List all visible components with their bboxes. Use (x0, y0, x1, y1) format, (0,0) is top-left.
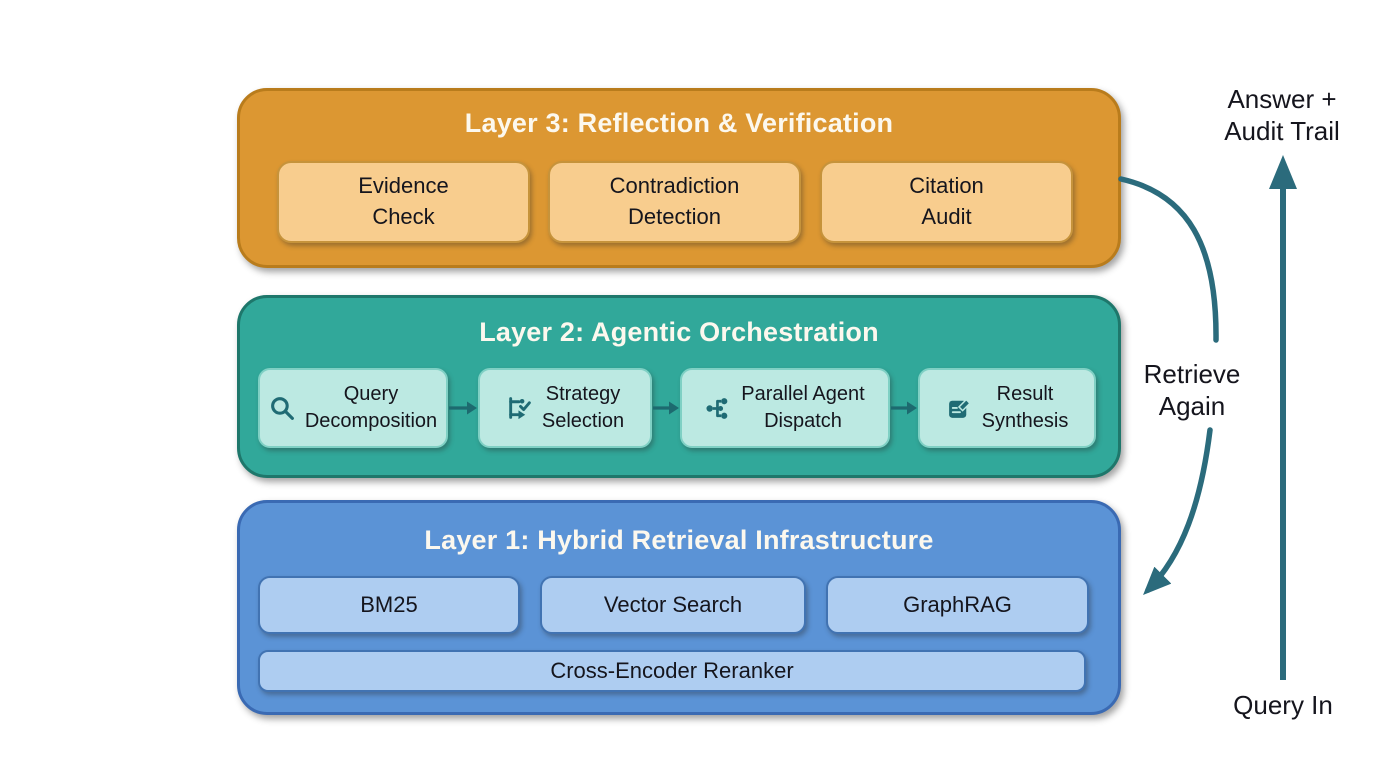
graphrag-box: GraphRAG (826, 576, 1089, 634)
layer3-title: Layer 3: Reflection & Verification (464, 108, 894, 138)
citation-audit-box: Citation Audit (820, 161, 1073, 243)
result-synthesis-label: Result Synthesis (981, 383, 1069, 432)
query-to-answer-arrowhead (1269, 155, 1297, 189)
cross-encoder-reranker-label: Cross-Encoder Reranker (550, 658, 794, 683)
branch-icon (705, 395, 732, 422)
bm25-label: BM25 (360, 592, 418, 617)
citation-audit-label: Citation Audit (909, 173, 984, 229)
contradiction-detection-label: Contradiction Detection (609, 173, 740, 229)
strategy-selection-box: Strategy Selection (478, 368, 652, 448)
layer1-hybrid-retrieval-box: Layer 1: Hybrid Retrieval Infrastructure… (237, 500, 1121, 715)
document-edit-icon (946, 395, 973, 422)
layer3-reflection-verification-box: Layer 3: Reflection & Verification Evide… (237, 88, 1121, 268)
answer-audit-trail-label: Answer + Audit Trail (1224, 84, 1340, 146)
evidence-check-label: Evidence Check (358, 173, 449, 229)
layer2-title: Layer 2: Agentic Orchestration (479, 317, 879, 347)
graphrag-label: GraphRAG (903, 592, 1012, 617)
arrow-right-icon (652, 399, 680, 422)
layer1-title: Layer 1: Hybrid Retrieval Infrastructure (424, 525, 934, 555)
parallel-agent-dispatch-box: Parallel Agent Dispatch (680, 368, 890, 448)
bm25-box: BM25 (258, 576, 520, 634)
strategy-selection-label: Strategy Selection (541, 383, 625, 432)
retrieve-again-arrow-upper (1118, 176, 1219, 343)
vector-search-label: Vector Search (603, 592, 743, 617)
list-check-icon (506, 395, 533, 422)
search-icon (269, 395, 296, 422)
arrow-right-icon (448, 399, 478, 422)
evidence-check-box: Evidence Check (277, 161, 530, 243)
cross-encoder-reranker-box: Cross-Encoder Reranker (258, 650, 1086, 692)
query-decomposition-label: Query Decomposition (304, 383, 438, 432)
query-in-label: Query In (1233, 690, 1333, 720)
layer2-agentic-orchestration-box: Layer 2: Agentic Orchestration Query Dec… (237, 295, 1121, 478)
result-synthesis-box: Result Synthesis (918, 368, 1096, 448)
query-decomposition-box: Query Decomposition (258, 368, 448, 448)
vector-search-box: Vector Search (540, 576, 806, 634)
retrieve-again-label: Retrieve Again (1143, 359, 1241, 421)
parallel-agent-dispatch-label: Parallel Agent Dispatch (741, 383, 865, 432)
arrow-right-icon (890, 399, 918, 422)
contradiction-detection-box: Contradiction Detection (548, 161, 801, 243)
retrieve-again-arrow-lower (1143, 427, 1213, 595)
